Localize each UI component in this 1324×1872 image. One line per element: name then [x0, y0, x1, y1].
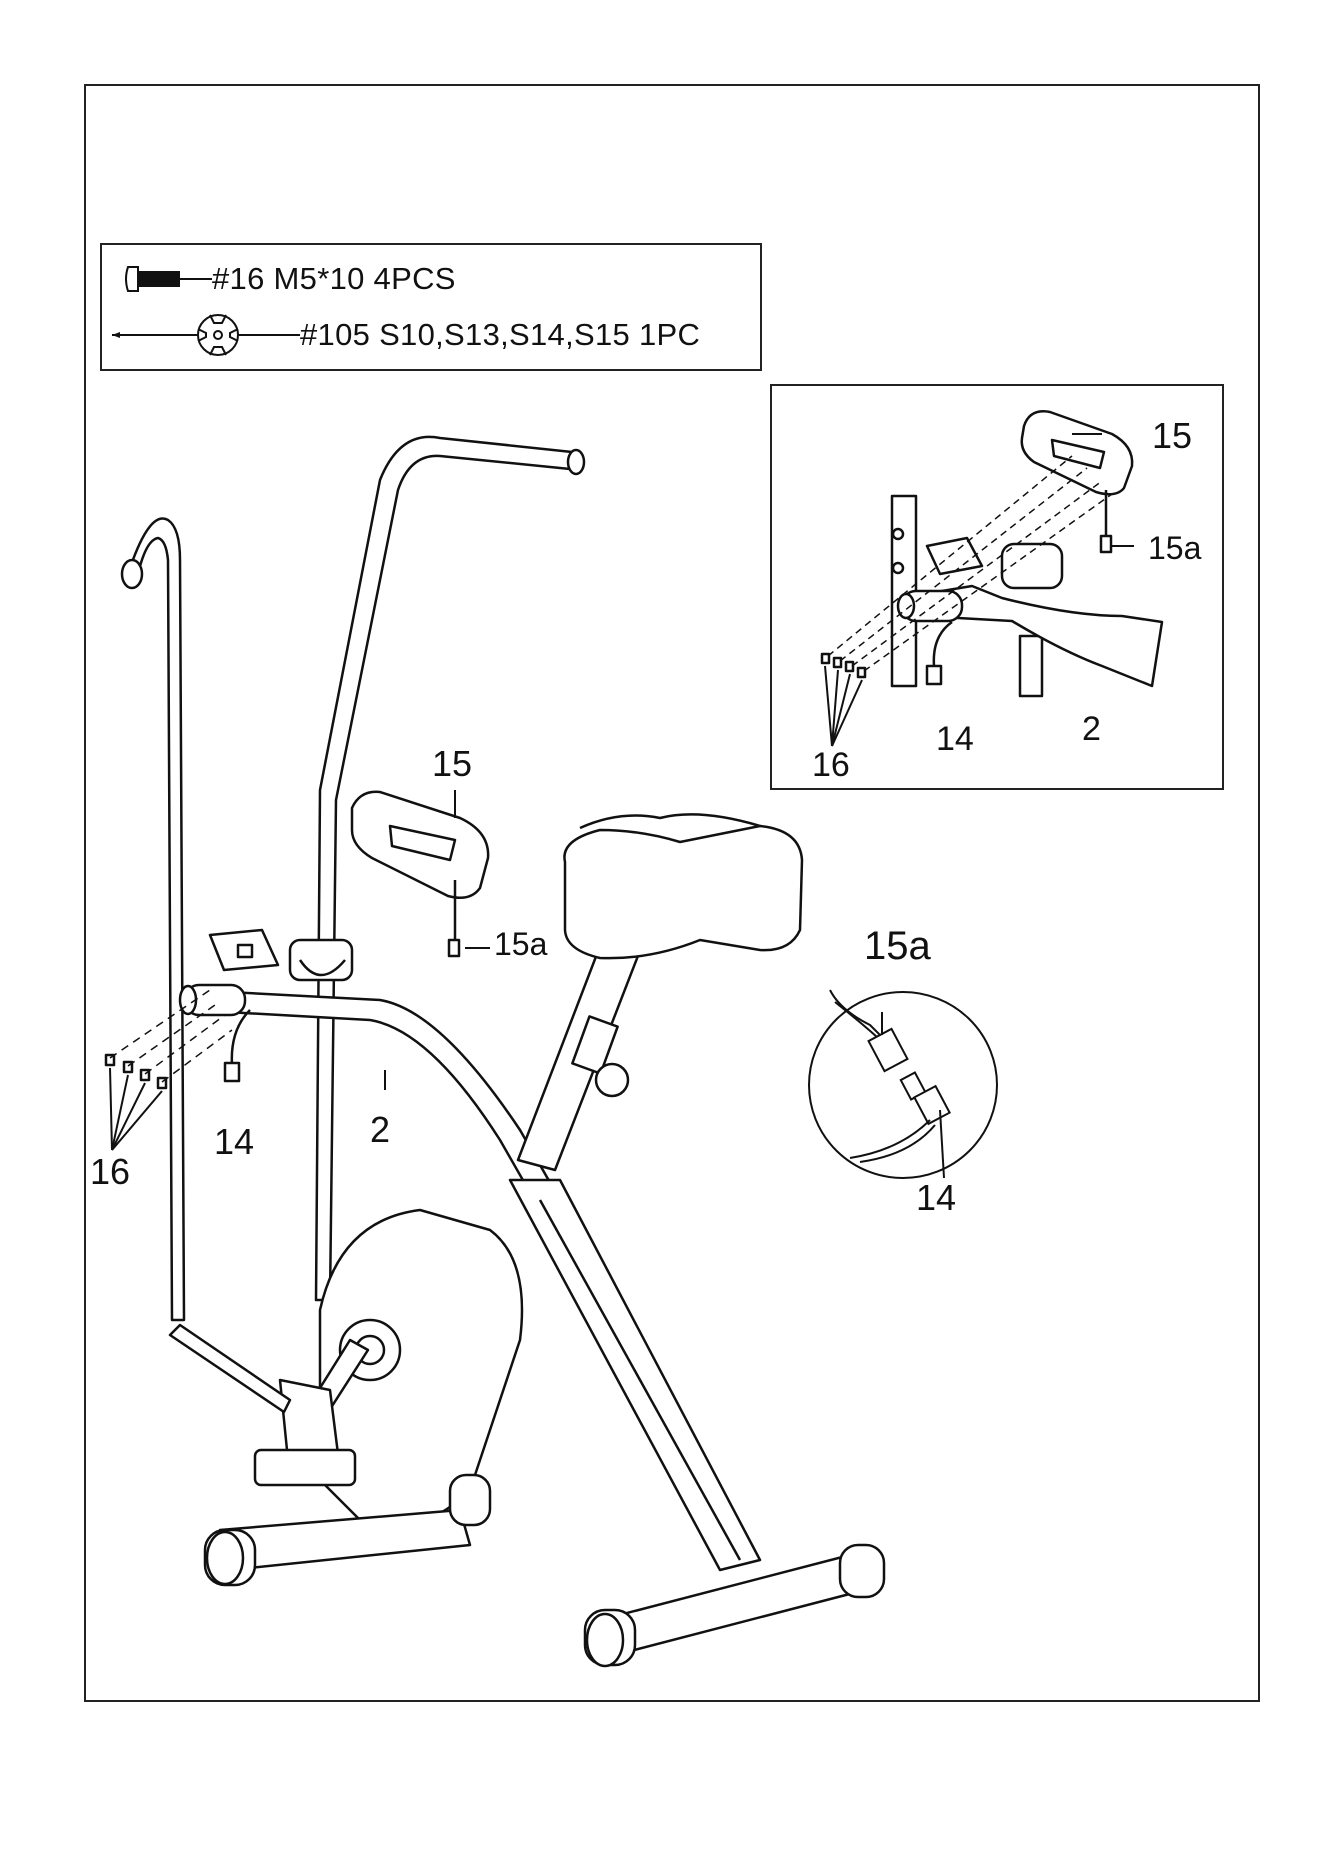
detail-label-sensor-wire: 15a	[864, 926, 931, 966]
rear-stabilizer	[600, 1555, 865, 1655]
left-handlebar	[130, 519, 184, 1320]
inset-detail-box: 15 15a 14 2 16	[770, 384, 1224, 790]
label-main-frame: 2	[370, 1112, 390, 1148]
label-computer: 15	[432, 746, 472, 782]
inset-label-screws: 16	[812, 748, 850, 782]
inset-label-frame-wire: 14	[936, 722, 974, 756]
rear-frame	[510, 1180, 760, 1570]
inset-label-sensor-wire: 15a	[1148, 532, 1201, 564]
inset-label-computer: 15	[1152, 418, 1192, 454]
detail-label-frame-wire: 14	[916, 1180, 956, 1216]
label-sensor-wire: 15a	[494, 928, 547, 960]
screws-16	[106, 1055, 166, 1088]
seat	[564, 826, 802, 958]
crossbar	[190, 990, 560, 1210]
connector-detail	[809, 990, 997, 1178]
front-stabilizer	[220, 1510, 470, 1570]
label-frame-wire: 14	[214, 1124, 254, 1160]
inset-label-main-frame: 2	[1082, 712, 1101, 746]
label-screws: 16	[90, 1154, 130, 1190]
